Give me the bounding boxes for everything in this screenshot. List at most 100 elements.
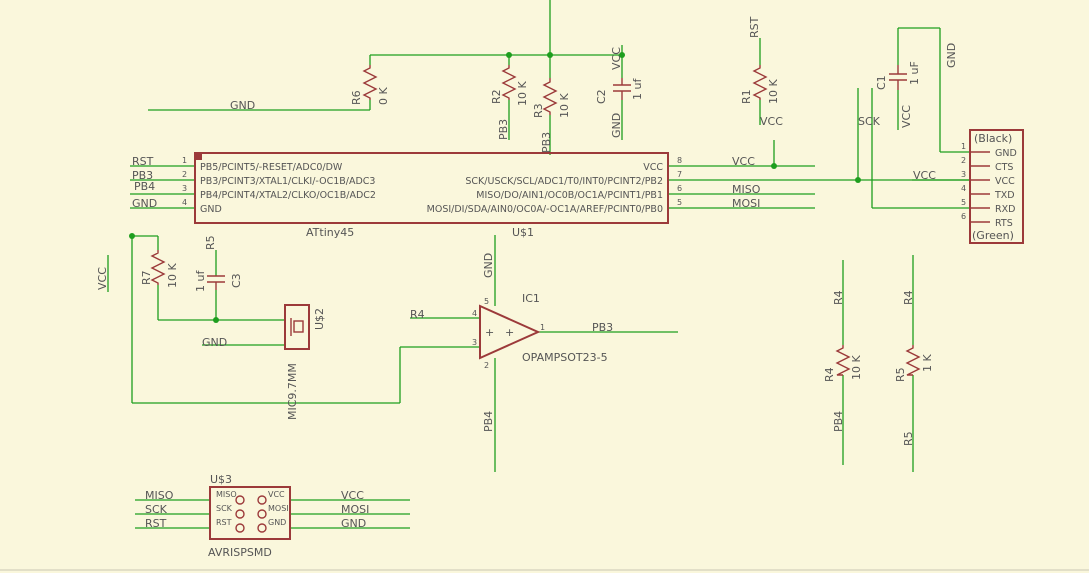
net-vcc-c1: VCC	[900, 105, 913, 128]
capacitor-c3[interactable]: C3 1 uf	[194, 270, 243, 292]
opamp-pin1: 1	[540, 323, 545, 332]
net-isp-mosi: MOSI	[341, 503, 369, 516]
net-gnd-c1: GND	[945, 43, 958, 68]
isp-header-u3[interactable]: U$3 AVRISPSMD MISO SCK RST VCC MOSI GND	[208, 473, 291, 559]
resistor-r5[interactable]: R5 1 K	[894, 345, 934, 382]
ftdi-pin3-num: 3	[961, 170, 966, 179]
ftdi-pin6-num: 6	[961, 212, 966, 221]
attiny-net-labels: RST PB3 PB4 GND VCC MISO MOSI	[132, 155, 761, 210]
r1-value: 10 K	[767, 79, 780, 104]
attiny-pin6-name: MISO/DO/AIN1/OC0B/OC1A/PCINT1/PB1	[476, 190, 663, 201]
r6-value: 0 K	[377, 87, 390, 105]
net-pb3-opamp: PB3	[592, 321, 613, 334]
opamp-ic1[interactable]: + + 5 4 3 2 1 IC1 OPAMPSOT23-5	[472, 292, 608, 370]
resistor-r6[interactable]: R6 0 K	[350, 65, 390, 105]
attiny45-chip[interactable]: 1 2 3 4 PB5/PCINT5/-RESET/ADC0/DW PB3/PC…	[182, 152, 682, 239]
r2-value: 10 K	[516, 81, 529, 106]
ftdi-pin6-name: RTS	[995, 218, 1013, 229]
attiny-pin1-num: 1	[182, 156, 187, 165]
net-isp-sck: SCK	[145, 503, 168, 516]
ftdi-top-label: (Black)	[974, 132, 1012, 145]
opamp-pin4: 4	[472, 309, 477, 318]
net-r4-r5top: R4	[902, 290, 915, 305]
isp-pin-vcc: VCC	[268, 490, 285, 499]
ftdi-pin4-name: TXD	[994, 190, 1015, 201]
attiny-pin4-num: 4	[182, 198, 187, 207]
ftdi-header[interactable]: (Black) (Green) 1 2 3 4 5 6 GND CTS VCC …	[961, 129, 1024, 244]
net-r4-right: R4	[832, 290, 845, 305]
net-isp-miso: MISO	[145, 489, 174, 502]
ftdi-pin2-name: CTS	[995, 162, 1013, 173]
net-pb4-r4: PB4	[832, 411, 845, 432]
c1-value: 1 uF	[908, 61, 921, 85]
net-pb3: PB3	[132, 169, 153, 182]
net-isp-vcc: VCC	[341, 489, 364, 502]
r1-name: R1	[740, 89, 753, 104]
capacitor-c2[interactable]: C2 1 uf	[595, 78, 644, 104]
attiny-pin3-num: 3	[182, 184, 187, 193]
attiny-pin5-num: 5	[677, 198, 682, 207]
isp-pin-rst: RST	[216, 518, 232, 527]
isp-pin-gnd: GND	[268, 518, 286, 527]
r6-name: R6	[350, 90, 363, 105]
c2-name: C2	[595, 89, 608, 104]
attiny-pin5-name: MOSI/DI/SDA/AIN0/OC0A/-OC1A/AREF/PCINT0/…	[427, 204, 663, 215]
r5-value: 1 K	[921, 354, 934, 372]
c2-value: 1 uf	[631, 78, 644, 100]
isp-pin-mosi: MOSI	[268, 504, 289, 513]
opamp-value: OPAMPSOT23-5	[522, 351, 608, 364]
net-isp-gnd: GND	[341, 517, 366, 530]
attiny-pin7-num: 7	[677, 170, 682, 179]
resistor-r7[interactable]: R7 10 K	[140, 250, 179, 288]
isp-pin-miso: MISO	[216, 490, 237, 499]
microphone-u2[interactable]: U$2 MIC9.7MM	[284, 304, 326, 420]
ftdi-pin4-num: 4	[961, 184, 966, 193]
net-vcc-r1: VCC	[760, 115, 783, 128]
r3-value: 10 K	[558, 93, 571, 118]
resistor-r1[interactable]: R1 10 K	[740, 65, 780, 104]
attiny-pin6-num: 6	[677, 184, 682, 193]
svg-text:+: +	[485, 326, 494, 339]
net-isp-rst: RST	[145, 517, 167, 530]
isp-pin-sck: SCK	[216, 504, 233, 513]
net-miso: MISO	[732, 183, 761, 196]
r5-name: R5	[894, 367, 907, 382]
attiny-value: U$1	[512, 226, 534, 239]
net-r4-opamp: R4	[410, 308, 425, 321]
net-r5-right: R5	[902, 431, 915, 446]
net-pb3-r3: PB3	[540, 132, 553, 153]
ftdi-pin2-num: 2	[961, 156, 966, 165]
r3-name: R3	[532, 103, 545, 118]
c3-name: C3	[230, 273, 243, 288]
attiny-pin3-name: PB4/PCINT4/XTAL2/CLKO/OC1B/ADC2	[200, 190, 376, 201]
r7-value: 10 K	[166, 263, 179, 288]
attiny-pin2-name: PB3/PCINT3/XTAL1/CLKI/-OC1B/ADC3	[200, 176, 375, 187]
net-rst: RST	[132, 155, 154, 168]
net-mosi: MOSI	[732, 197, 760, 210]
net-gnd-opamp: GND	[482, 253, 495, 278]
attiny-pin7-name: SCK/USCK/SCL/ADC1/T0/INT0/PCINT2/PB2	[465, 176, 663, 187]
capacitor-c1[interactable]: C1 1 uF	[875, 61, 921, 90]
net-pb4: PB4	[134, 180, 155, 193]
net-pb4-opamp: PB4	[482, 411, 495, 432]
net-gnd-r6: GND	[230, 99, 255, 112]
resistor-r3[interactable]: R3 10 K	[532, 78, 571, 118]
net-rst-r1: RST	[748, 16, 761, 38]
r4-value: 10 K	[850, 355, 863, 380]
ftdi-pin5-num: 5	[961, 198, 966, 207]
opamp-pin2: 2	[484, 361, 489, 370]
ftdi-pin3-name: VCC	[995, 176, 1015, 187]
opamp-pin5: 5	[484, 297, 489, 306]
opamp-name: IC1	[522, 292, 540, 305]
attiny-pin8-num: 8	[677, 156, 682, 165]
net-gnd-c2: GND	[610, 113, 623, 138]
resistor-r4[interactable]: R4 10 K	[823, 345, 863, 382]
junctions	[129, 52, 861, 323]
attiny-name: ATtiny45	[306, 226, 354, 239]
attiny-pin8-name: VCC	[643, 162, 663, 173]
resistor-r2[interactable]: R2 10 K	[490, 65, 529, 106]
ftdi-pin5-name: RXD	[995, 204, 1015, 215]
isp-name: U$3	[210, 473, 232, 486]
